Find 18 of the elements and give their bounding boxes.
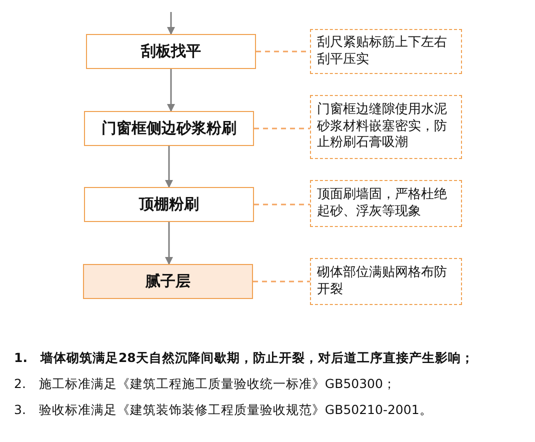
process-box: 门窗框侧边砂浆粉刷: [84, 111, 254, 146]
leader-line: [254, 204, 310, 206]
arrow: [165, 222, 173, 265]
process-box: 腻子层: [83, 264, 253, 299]
arrow: [167, 69, 175, 112]
note-box: 门窗框边缝隙使用水泥砂浆材料嵌塞密实，防止粉刷石膏吸潮: [310, 95, 462, 159]
note-text: 2. 施工标准满足《建筑工程施工质量验收统一标准》GB50300；: [14, 376, 396, 393]
note-box: 顶面刷墙固，严格杜绝起砂、浮灰等现象: [310, 180, 462, 227]
note-text: 3. 验收标准满足《建筑装饰装修工程质量验收规范》GB50210-2001。: [14, 402, 432, 419]
arrow: [165, 146, 173, 188]
note-box: 砌体部位满贴网格布防开裂: [310, 258, 462, 305]
leader-line: [254, 128, 310, 130]
leader-line: [253, 280, 310, 282]
note-text: 1. 墙体砌筑满足28天自然沉降间歇期，防止开裂，对后道工序直接产生影响；: [14, 350, 474, 367]
arrow: [167, 12, 175, 35]
note-box: 刮尺紧贴标筋上下左右刮平压实: [310, 29, 462, 74]
process-box: 顶棚粉刷: [84, 187, 254, 222]
process-box: 刮板找平: [86, 34, 256, 69]
